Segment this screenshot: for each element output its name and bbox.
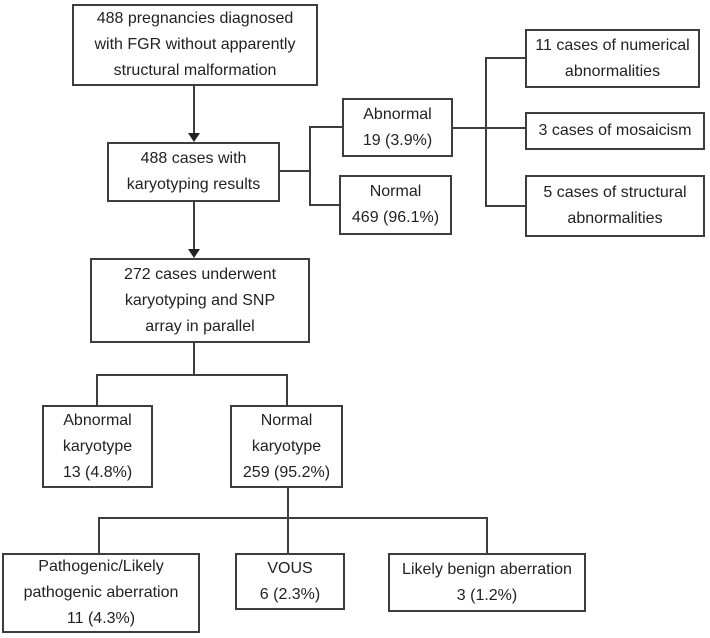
- node-text-line: abnormalities: [564, 62, 661, 80]
- node-text-line: 13 (4.8%): [62, 463, 133, 481]
- node-structural-abnormalities: 5 cases of structural abnormalities: [525, 175, 705, 237]
- node-text-line: 488 pregnancies diagnosed: [96, 10, 294, 27]
- node-text-line: 11 cases of numerical: [535, 36, 690, 54]
- node-text-line: karyotyping results: [126, 176, 261, 193]
- node-parallel-testing: 272 cases underwent karyotyping and SNP …: [90, 258, 310, 343]
- node-text-line: 469 (96.1%): [351, 209, 440, 226]
- node-pathogenic-aberration: Pathogenic/Likely pathogenic aberration …: [2, 553, 200, 633]
- node-text-line: Normal: [260, 411, 313, 429]
- connector-line: [485, 57, 487, 207]
- node-text-line: 19 (3.9%): [362, 131, 433, 149]
- connector-line: [309, 126, 311, 206]
- connector-line: [485, 57, 525, 59]
- connector-line: [96, 374, 288, 376]
- node-text-line: 259 (95.2%): [242, 463, 331, 481]
- node-text-line: with FGR without apparently: [94, 36, 296, 53]
- connector-line: [280, 170, 311, 172]
- node-text-line: 272 cases underwent: [123, 265, 277, 283]
- node-text-line: 3 cases of mosaicism: [538, 122, 692, 139]
- connector-line: [193, 86, 195, 136]
- node-text-line: array in parallel: [145, 317, 255, 335]
- connector-line: [193, 202, 195, 251]
- node-text-line: abnormalities: [567, 210, 663, 227]
- connector-line: [309, 204, 339, 206]
- connector-line: [286, 374, 288, 405]
- node-text-line: Normal: [369, 183, 422, 200]
- connector-line: [96, 374, 98, 405]
- node-text-line: 6 (2.3%): [259, 585, 321, 603]
- node-normal-karyotype: Normal karyotype 259 (95.2%): [230, 405, 343, 488]
- node-abnormal-karyotype: Abnormal karyotype 13 (4.8%): [42, 405, 153, 488]
- down-arrowhead-icon: [188, 133, 200, 142]
- connector-line: [486, 517, 488, 553]
- node-text-line: 488 cases with: [140, 150, 247, 167]
- node-text-line: pathogenic aberration: [23, 584, 179, 601]
- node-karyotyping-results: 488 cases with karyotyping results: [107, 142, 280, 202]
- node-text-line: structural malformation: [113, 62, 277, 79]
- connector-line: [287, 517, 289, 553]
- down-arrowhead-icon: [188, 249, 200, 258]
- connector-line: [98, 517, 100, 553]
- node-text-line: Abnormal: [63, 411, 132, 429]
- connector-line: [98, 517, 488, 519]
- node-fgr-diagnosed: 488 pregnancies diagnosed with FGR witho…: [72, 4, 318, 86]
- connector-line: [453, 127, 525, 129]
- node-text-line: 5 cases of structural: [543, 184, 687, 201]
- node-text-line: karyotyping and SNP: [124, 291, 276, 309]
- node-text-line: 3 (1.2%): [456, 586, 518, 604]
- node-normal-result: Normal 469 (96.1%): [339, 175, 452, 235]
- connector-line: [287, 488, 289, 518]
- node-mosaicism: 3 cases of mosaicism: [525, 112, 705, 150]
- node-text-line: VOUS: [267, 559, 313, 577]
- connector-line: [485, 205, 525, 207]
- node-text-line: karyotype: [62, 437, 133, 455]
- node-abnormal-result: Abnormal 19 (3.9%): [342, 98, 453, 157]
- connector-line: [309, 126, 342, 128]
- node-text-line: Likely benign aberration: [402, 560, 572, 578]
- node-text-line: 11 (4.3%): [66, 610, 136, 627]
- node-vous: VOUS 6 (2.3%): [235, 553, 345, 610]
- node-text-line: Abnormal: [363, 105, 432, 123]
- node-text-line: karyotype: [251, 437, 322, 455]
- node-numerical-abnormalities: 11 cases of numerical abnormalities: [525, 29, 700, 88]
- node-text-line: Pathogenic/Likely: [38, 558, 164, 575]
- connector-line: [193, 343, 195, 376]
- node-likely-benign: Likely benign aberration 3 (1.2%): [388, 553, 586, 612]
